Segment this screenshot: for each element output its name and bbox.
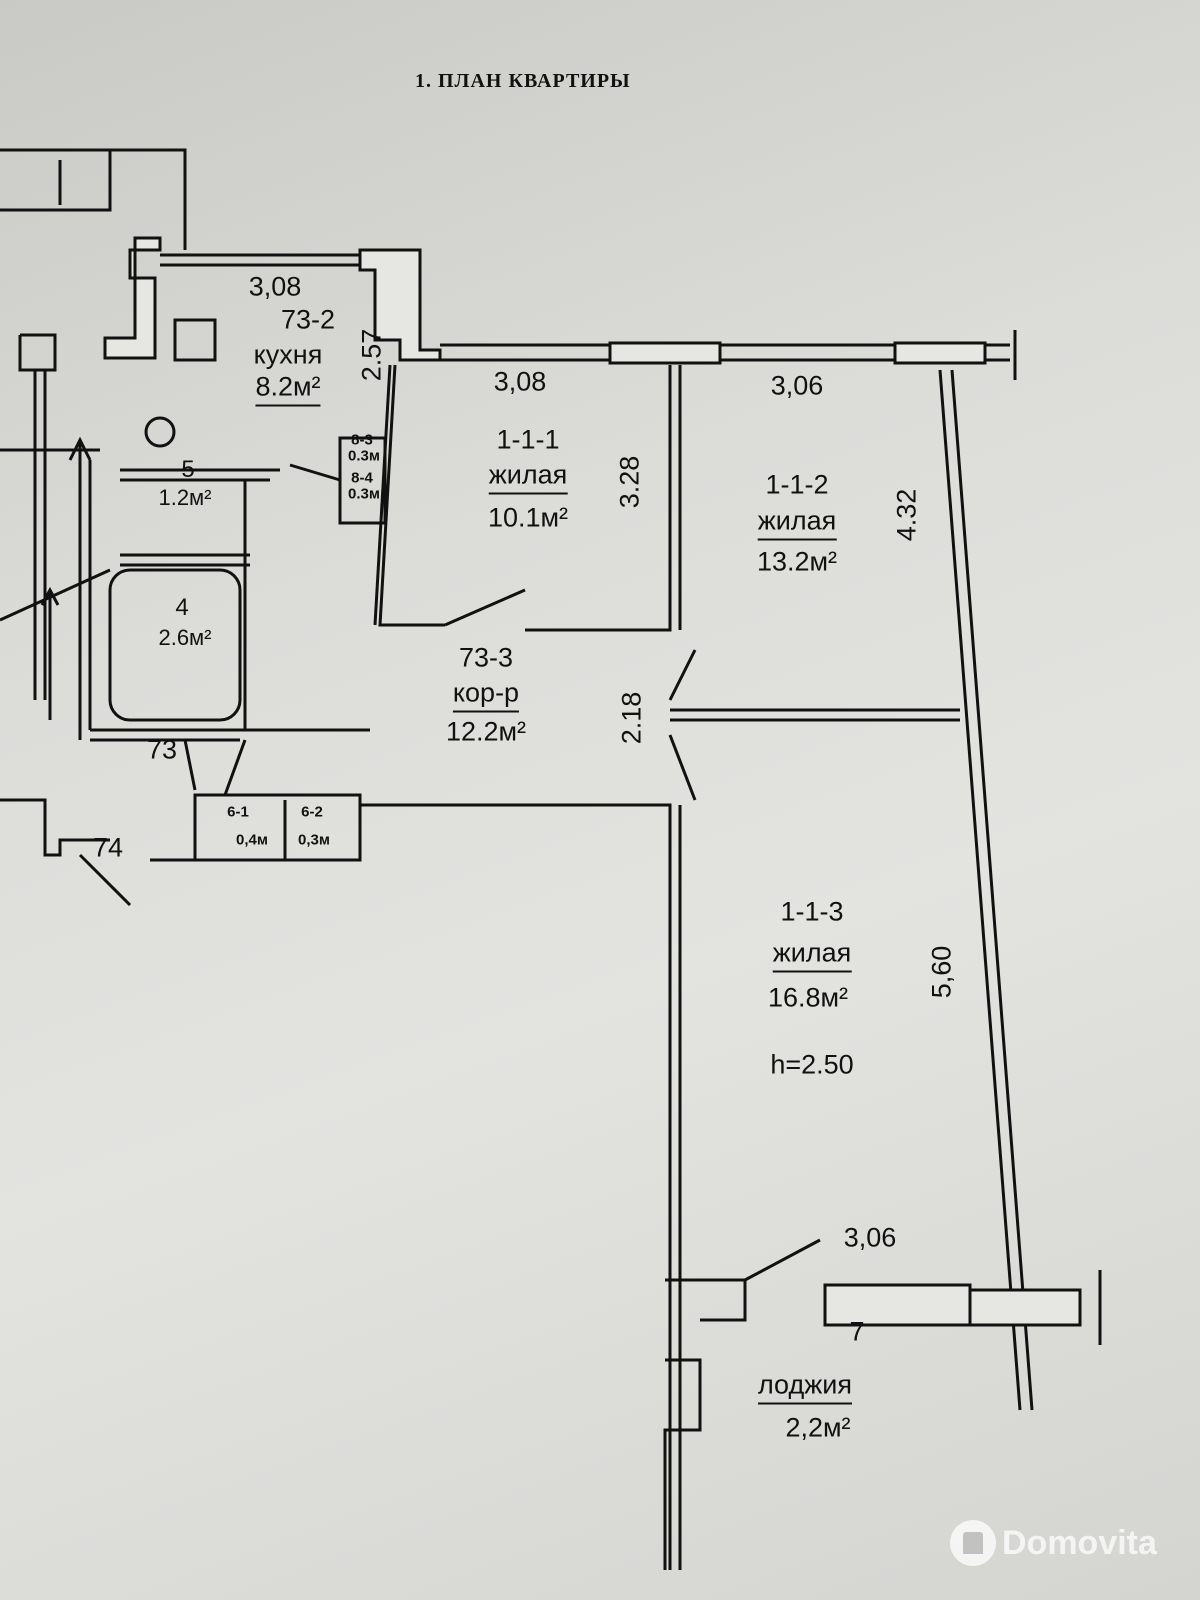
closet-6-2-id: 6-2 [301, 803, 323, 821]
room2-id: 1-1-2 [765, 469, 829, 500]
room3-name: жилая [772, 939, 852, 973]
closet-8-4-id: 8-4 [351, 469, 373, 487]
neighbor-74: 74 [92, 832, 124, 863]
corridor-width: 2.18 [616, 691, 647, 745]
corridor-name: кор-р [452, 679, 520, 713]
room3-id: 1-1-3 [780, 896, 844, 927]
room2-depth: 4.32 [891, 488, 922, 542]
watermark-text: Domovita [1002, 1523, 1157, 1562]
kitchen-depth: 2.57 [356, 328, 387, 382]
room1-id: 1-1-1 [496, 424, 560, 455]
closet-8-3-area: 0.3м [348, 447, 380, 465]
loggia-area: 2,2м² [785, 1412, 851, 1443]
room1-name: жилая [488, 461, 568, 495]
domovita-logo-icon [950, 1520, 996, 1566]
closet-6-2-area: 0,3м [298, 831, 330, 849]
loggia-width: 3,06 [843, 1222, 897, 1253]
closet-6-1-area: 0,4м [236, 831, 268, 849]
room3-depth: 5,60 [926, 945, 957, 999]
wc-area: 1.2м² [158, 485, 212, 510]
room1-depth: 3.28 [614, 455, 645, 509]
room3-height: h=2.50 [770, 1049, 854, 1080]
corridor-area: 12.2м² [445, 716, 527, 747]
room3-area: 16.8м² [767, 982, 849, 1013]
closet-8-4-area: 0.3м [348, 485, 380, 503]
kitchen-name: кухня [253, 339, 323, 370]
closet-6-1-id: 6-1 [227, 803, 249, 821]
kitchen-area: 8.2м² [255, 373, 321, 407]
room2-name: жилая [757, 507, 837, 541]
watermark: Domovita [950, 1520, 1157, 1566]
closet-8-3-id: 8-3 [351, 431, 373, 449]
kitchen-width: 3,08 [248, 271, 302, 302]
loggia-name: лоджия [758, 1371, 852, 1405]
loggia-id: 7 [849, 1316, 865, 1347]
corridor-id: 73-3 [458, 642, 514, 673]
bath-area: 2.6м² [158, 625, 212, 650]
room2-width: 3,06 [770, 370, 824, 401]
wc-id: 5 [181, 456, 195, 483]
plan-title: 1. ПЛАН КВАРТИРЫ [415, 70, 631, 92]
room2-area: 13.2м² [756, 546, 838, 577]
room1-area: 10.1м² [487, 502, 569, 533]
neighbor-73: 73 [146, 734, 178, 765]
kitchen-id: 73-2 [280, 304, 336, 335]
room1-width: 3,08 [493, 366, 547, 397]
bath-id: 4 [175, 594, 189, 621]
